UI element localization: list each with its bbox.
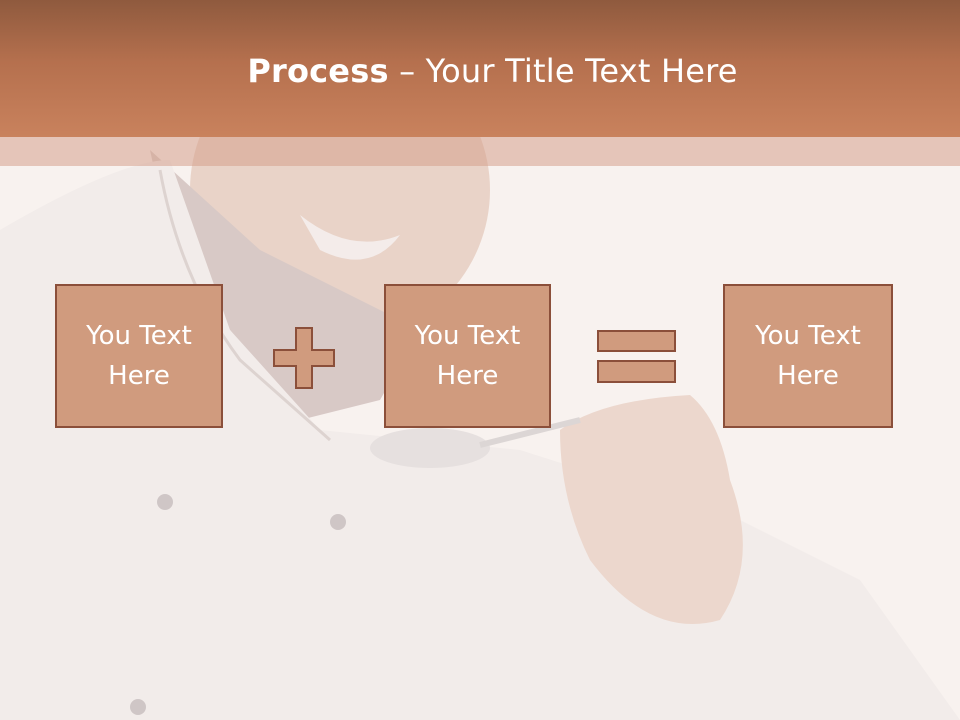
box-3-line-2: Here — [777, 361, 839, 391]
title-rest: – Your Title Text Here — [388, 52, 738, 90]
box-2-line-2: Here — [436, 361, 499, 391]
title-bold: Process — [247, 52, 389, 90]
box-3-line-1: You Text — [755, 321, 861, 351]
box-1-line-2: Here — [108, 361, 170, 391]
box-1-line-1: You Text — [86, 321, 192, 351]
box-2-line-1: You Text — [414, 321, 521, 351]
plus-icon — [273, 327, 335, 389]
slide-title: Process – Your Title Text Here — [0, 52, 960, 90]
equals-icon — [597, 330, 676, 383]
header-accent-band — [0, 137, 960, 166]
title-bar: Process – Your Title Text Here — [0, 0, 960, 137]
